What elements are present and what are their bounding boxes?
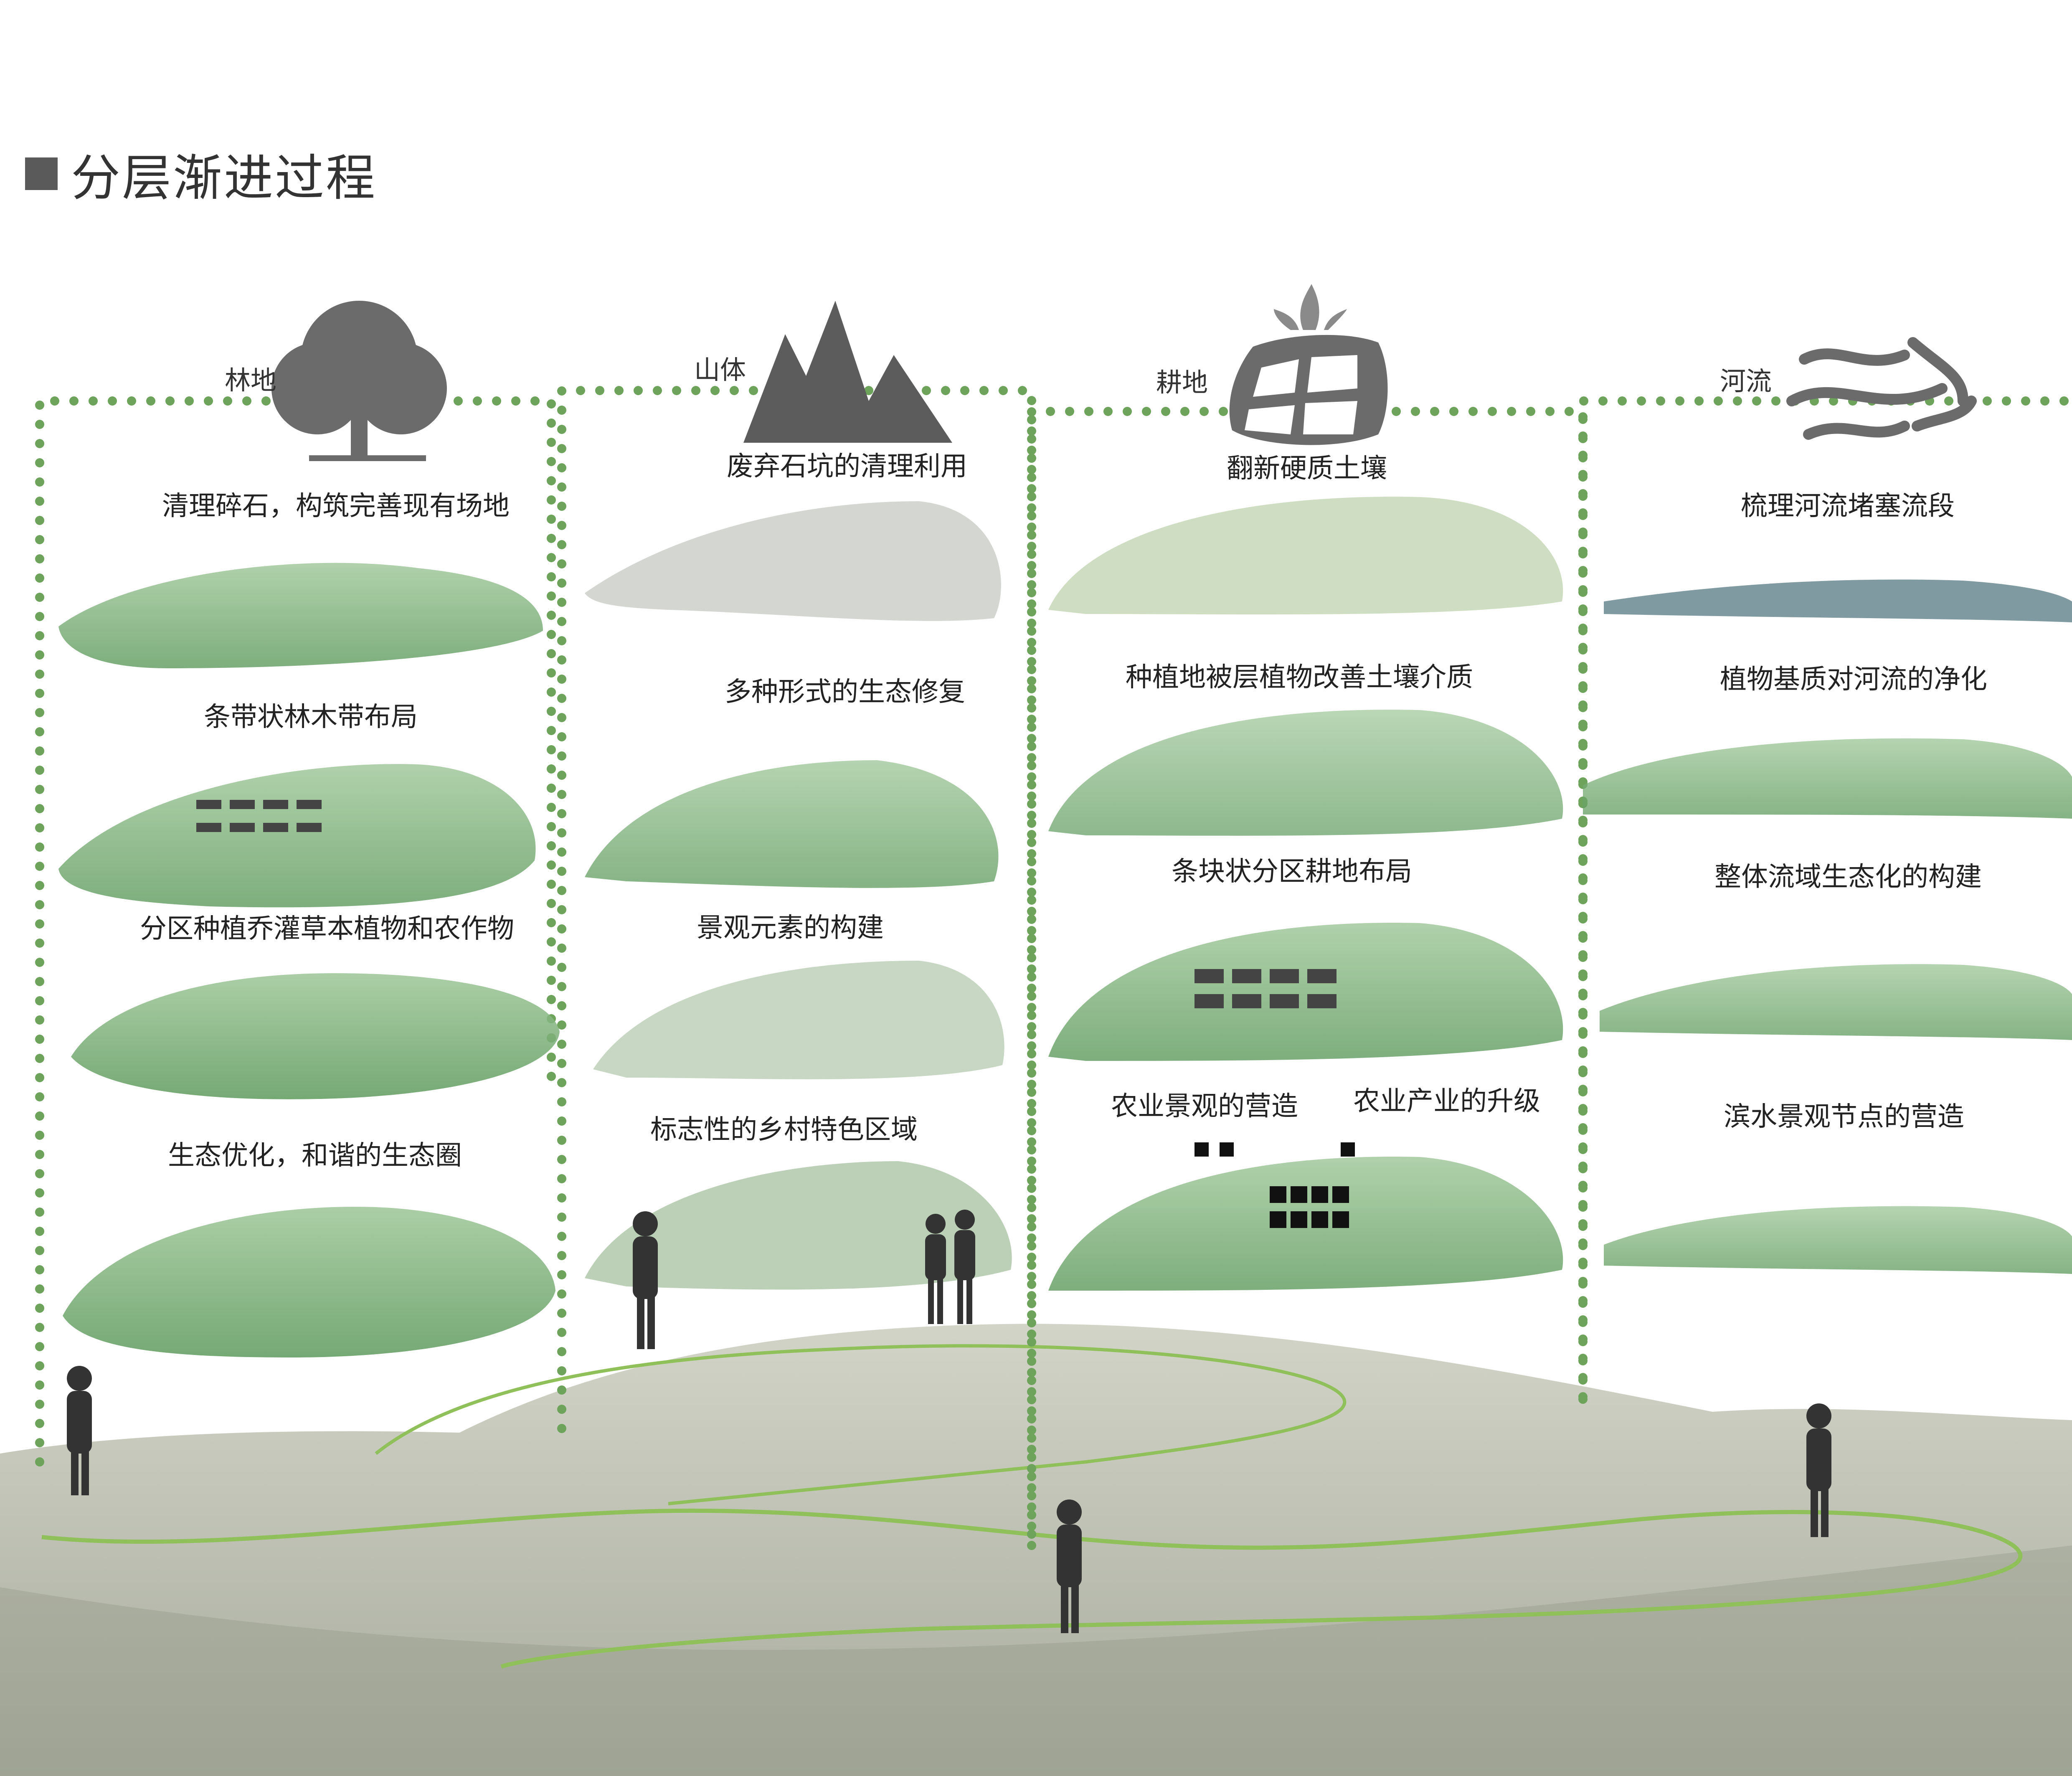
column-label-river: 河流 — [1720, 366, 1772, 396]
river-icon — [1786, 337, 1977, 440]
river-step-4: 滨水景观节点的营造 — [1724, 1101, 1964, 1132]
farmland-step-4: 农业景观的营造 — [1111, 1091, 1298, 1122]
column-label-forest: 林地 — [225, 365, 277, 396]
grid-motif-farmland — [1195, 969, 1337, 1008]
frame-mountain — [557, 386, 1036, 1550]
river-islands — [1583, 579, 2072, 1274]
forest-islands — [58, 563, 560, 1357]
farmland-islands — [1048, 497, 1563, 1291]
building-motif-farmland — [1195, 1142, 1355, 1228]
farmland-step-2: 种植地被层植物改善土壤介质 — [1126, 662, 1473, 693]
person-silhouette-4 — [1806, 1403, 1831, 1537]
mountain-step-1: 废弃石坑的清理利用 — [727, 451, 967, 482]
forest-step-3: 分区种植乔灌草本植物和农作物 — [140, 913, 514, 944]
hill-shadow — [0, 1545, 2072, 1776]
river-step-2: 植物基质对河流的净化 — [1720, 664, 1987, 695]
person-silhouette-2 — [633, 1211, 658, 1349]
forest-step-4: 生态优化，和谐的生态圈 — [168, 1140, 462, 1171]
mountain-step-2: 多种形式的生态修复 — [725, 677, 965, 708]
farmland-step-5: 农业产业的升级 — [1353, 1086, 1540, 1117]
winding-path-upper — [375, 1344, 1347, 1505]
farmland-step-1: 翻新硬质土壤 — [1227, 453, 1387, 484]
mountain-icon — [743, 301, 952, 443]
person-silhouette-3 — [1057, 1499, 1082, 1633]
mountain-step-3: 景观元素的构建 — [697, 913, 884, 944]
farmland-step-3: 条块状分区耕地布局 — [1172, 856, 1412, 887]
person-silhouette-1 — [67, 1366, 92, 1495]
grid-motif-forest — [196, 800, 322, 832]
column-label-mountain: 山体 — [694, 355, 746, 385]
title-square-marker — [25, 157, 58, 190]
column-label-farmland: 耕地 — [1156, 367, 1208, 398]
river-step-1: 梳理河流堵塞流段 — [1741, 491, 1955, 522]
tree-icon — [271, 301, 447, 461]
mountain-step-4: 标志性的乡村特色区域 — [650, 1114, 918, 1145]
forest-step-1: 清理碎石，构筑完善现有场地 — [162, 491, 510, 522]
forest-step-2: 条带状林木带布局 — [204, 702, 418, 733]
farmland-icon — [1229, 284, 1388, 445]
people-silhouettes — [67, 1210, 1831, 1633]
mountain-islands — [585, 501, 1012, 1290]
page-title: 分层渐进过程 — [71, 149, 377, 207]
title-block: 分层渐进过程 — [25, 138, 377, 209]
person-group — [925, 1210, 975, 1324]
river-step-3: 整体流域生态化的构建 — [1714, 862, 1982, 893]
